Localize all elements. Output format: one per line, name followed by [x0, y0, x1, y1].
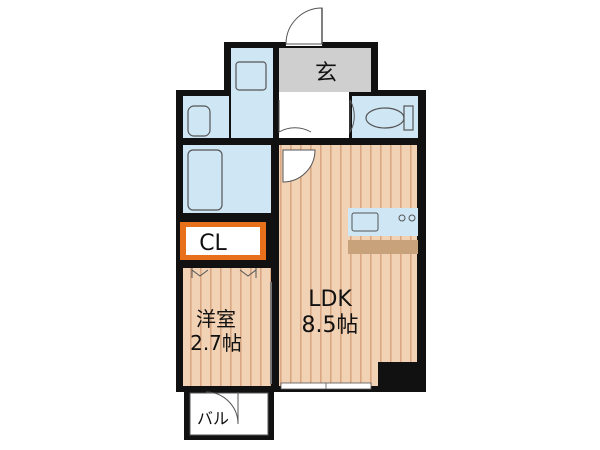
bathtub: [187, 149, 223, 211]
bedroom-floor: [183, 268, 271, 386]
balcony: [189, 392, 269, 436]
ldk-size-label: 8.5帖: [302, 313, 359, 338]
balcony-label: バル: [197, 409, 229, 428]
balcony-door-swing: [205, 391, 239, 425]
ldk-door-swing: [282, 149, 316, 183]
toilet-icon: [365, 105, 414, 131]
bedroom-closet-doors: [191, 268, 257, 278]
toilet-door-swing: [349, 99, 355, 134]
washbasin: [235, 61, 267, 91]
washer: [187, 105, 211, 137]
ldk-floor: [279, 145, 417, 386]
closet-label: CL: [199, 231, 227, 256]
front-door-swing: [285, 6, 323, 46]
washroom-door-swing: [278, 100, 312, 133]
ldk-name-label: LDK: [308, 287, 352, 312]
ldk-pillar: [378, 362, 418, 386]
bedroom-size-label: 2.7帖: [190, 331, 242, 355]
entrance-label: 玄: [315, 61, 337, 86]
bedroom-name-label: 洋室: [196, 307, 236, 331]
entrance-step: [279, 92, 349, 138]
closet-inner: [186, 227, 260, 255]
entrance-floor: [279, 48, 371, 92]
south-windows: [280, 382, 372, 390]
kitchen-counter: [348, 208, 418, 254]
